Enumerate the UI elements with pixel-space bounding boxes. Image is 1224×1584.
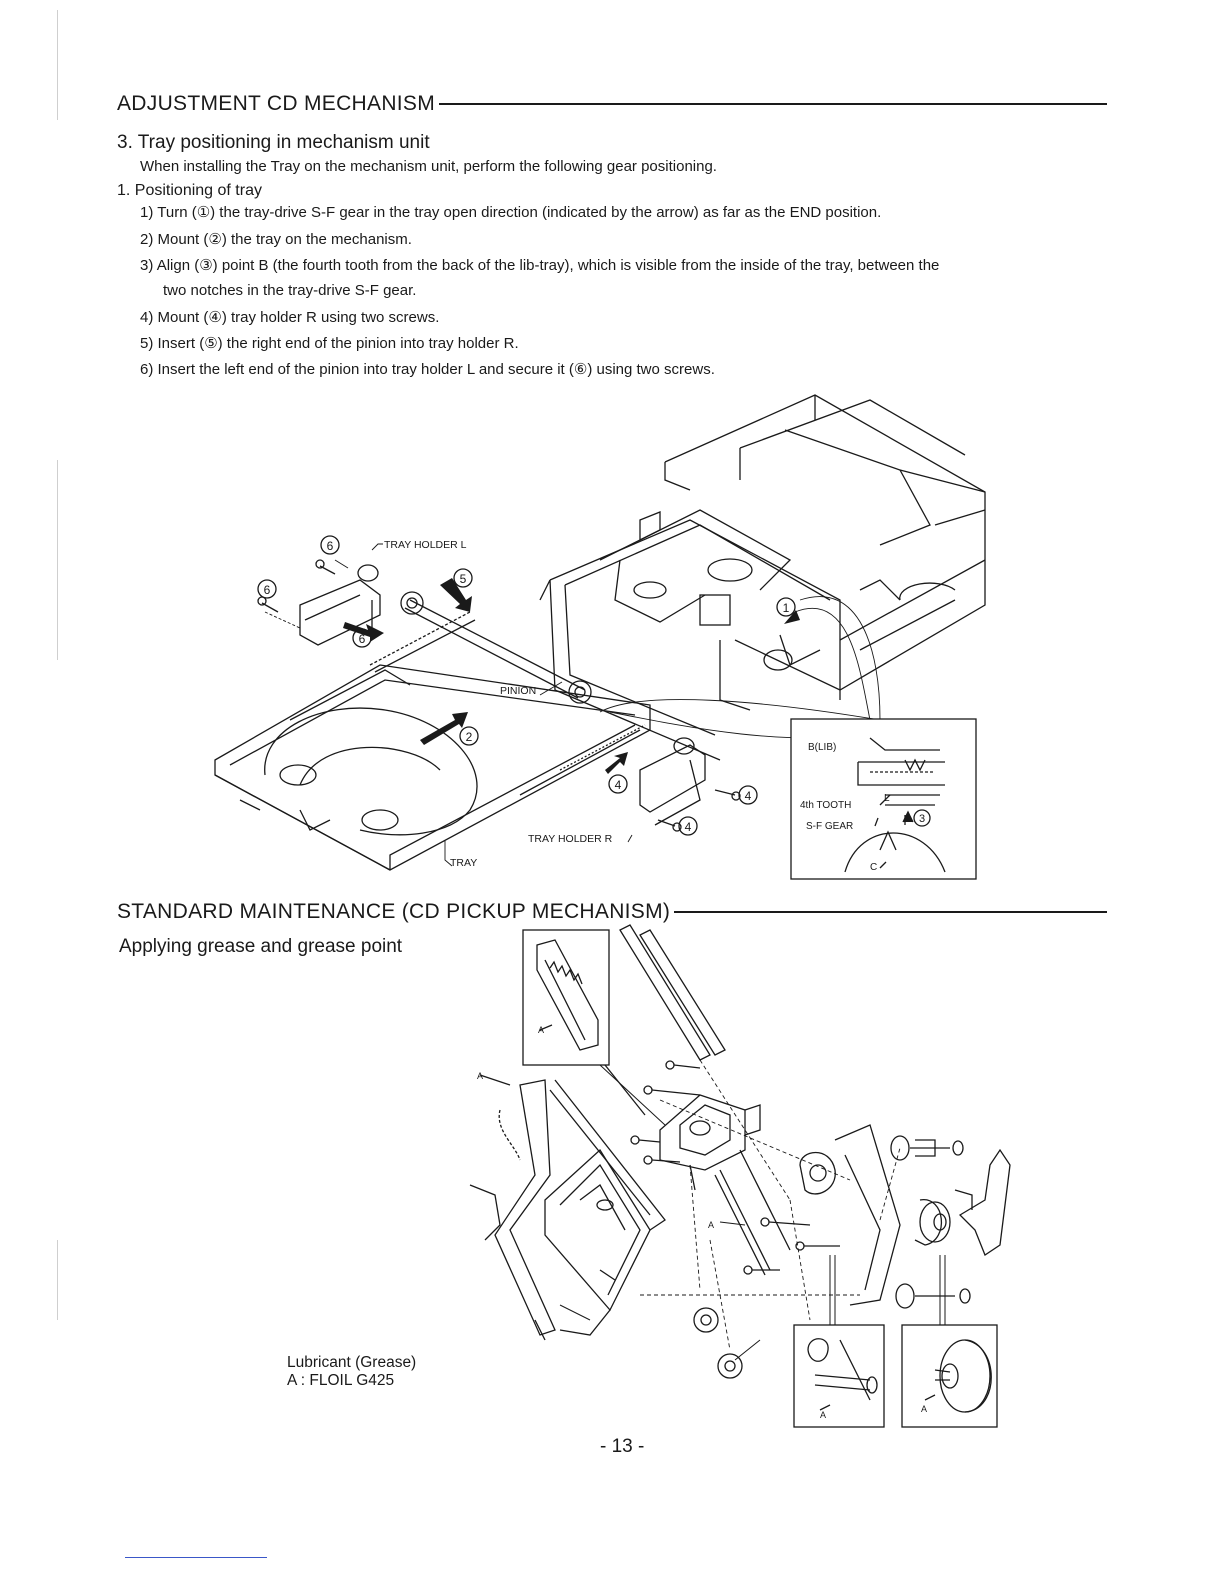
step-text: Insert (⑤) the right end of the pinion i… — [157, 335, 519, 352]
grease-mark-a: A — [477, 1071, 483, 1081]
lubricant-line-1: Lubricant (Grease) — [287, 1354, 417, 1371]
grease-mark-a: A — [538, 1025, 544, 1035]
section-heading-adjustment: ADJUSTMENT CD MECHANISM — [117, 92, 1107, 116]
pickup-mechanism-diagram: A A — [469, 924, 1011, 1428]
step-text: Turn (①) the tray-drive S-F gear in the … — [157, 204, 882, 221]
heading-rule — [674, 911, 1107, 913]
callout-2: 2 — [466, 730, 473, 744]
callout-4: 4 — [615, 778, 622, 792]
leader-lines — [559, 1064, 946, 1361]
section-heading-maintenance: STANDARD MAINTENANCE (CD PICKUP MECHANIS… — [117, 900, 1107, 924]
label-tray: TRAY — [450, 857, 477, 869]
step-number: 1) — [140, 204, 154, 221]
step-item: 4) Mount (④) tray holder R using two scr… — [140, 308, 439, 326]
guide-shaft — [604, 924, 726, 1116]
step-number: 4) — [140, 309, 154, 326]
list-title: 1. Positioning of tray — [117, 182, 262, 199]
chassis-frame-right — [799, 1124, 1011, 1306]
label-4th-tooth: 4th TOOTH — [800, 800, 851, 811]
step-item: 5) Insert (⑤) the right end of the pinio… — [140, 334, 519, 352]
page-number: - 13 - — [600, 1436, 645, 1457]
step-text: Insert the left end of the pinion into t… — [157, 361, 715, 378]
grease-mark-a: A — [921, 1404, 927, 1414]
section-heading-text: STANDARD MAINTENANCE (CD PICKUP MECHANIS… — [117, 900, 671, 923]
assembly-lines — [640, 1059, 901, 1351]
step-item: 3) Align (③) point B (the fourth tooth f… — [140, 256, 939, 274]
assembly-arrow-icons — [343, 578, 800, 774]
step-item: 1) Turn (①) the tray-drive S-F gear in t… — [140, 203, 881, 221]
callout-6: 6 — [264, 583, 271, 597]
motor-detail-inset: A — [901, 1324, 998, 1428]
footnote-rule — [125, 1557, 267, 1558]
step-number: 2) — [140, 231, 154, 248]
callout-4: 4 — [745, 789, 752, 803]
lubricant-note: Lubricant (Grease) A : FLOIL G425 — [287, 1354, 416, 1390]
step-text: Mount (④) tray holder R using two screws… — [157, 309, 440, 326]
scan-margin-mark — [57, 460, 58, 660]
grease-mark-a: A — [708, 1220, 714, 1230]
chassis-frame-left: A — [469, 1071, 666, 1341]
callout-4: 4 — [685, 820, 692, 834]
section-heading-text: ADJUSTMENT CD MECHANISM — [117, 92, 436, 115]
step-item: 6) Insert the left end of the pinion int… — [140, 360, 715, 378]
step-item: 2) Mount (②) the tray on the mechanism. — [140, 230, 412, 248]
bracket-detail-inset: A — [793, 1324, 885, 1428]
label-c: C — [870, 862, 877, 873]
subheading-tray-positioning: 3. Tray positioning in mechanism unit — [117, 132, 430, 153]
tray-mechanism-diagram: 6 6 6 5 2 4 4 4 1 TRAY HOLDER L PINION T… — [214, 394, 986, 880]
gear-detail-inset: 3 B(LIB) 4th TOOTH S-F GEAR L C — [790, 718, 977, 880]
mechanism-unit — [539, 394, 986, 761]
screw-icons — [630, 1060, 971, 1379]
callout-5: 5 — [460, 572, 467, 586]
grease-mark-a: A — [820, 1410, 826, 1420]
step-number: 3) — [140, 257, 154, 274]
label-b-lib: B(LIB) — [808, 742, 836, 753]
pinion-shaft — [369, 591, 592, 704]
part-labels: TRAY HOLDER L PINION TRAY TRAY HOLDER R — [384, 539, 613, 869]
scan-margin-mark — [57, 10, 58, 120]
step-number: 5) — [140, 335, 154, 352]
step-text: Align (③) point B (the fourth tooth from… — [156, 257, 940, 274]
callout-6: 6 — [359, 632, 366, 646]
optical-pickup — [659, 1094, 761, 1191]
lubricant-line-2: A : FLOIL G425 — [287, 1372, 395, 1389]
callout-3: 3 — [919, 813, 925, 825]
screw-icons — [257, 559, 741, 832]
label-tray-holder-r: TRAY HOLDER R — [528, 833, 613, 845]
callout-numbers: 6 6 6 5 2 4 4 4 1 — [257, 535, 796, 836]
intro-text: When installing the Tray on the mechanis… — [140, 158, 717, 175]
scan-margin-mark — [57, 1240, 58, 1320]
guide-rods — [714, 1149, 791, 1276]
label-l: L — [884, 793, 890, 804]
rack-detail-inset: A — [522, 929, 610, 1066]
heading-rule — [439, 103, 1107, 105]
callout-6: 6 — [327, 539, 334, 553]
tray-holder-l — [299, 564, 381, 646]
step-number: 6) — [140, 361, 154, 378]
leader-lines — [264, 543, 881, 867]
label-tray-holder-l: TRAY HOLDER L — [384, 539, 467, 551]
tray-holder-r — [639, 737, 706, 826]
tray — [214, 664, 651, 871]
callout-1: 1 — [783, 601, 790, 615]
step-text: Mount (②) the tray on the mechanism. — [157, 231, 412, 248]
step-text-continued: two notches in the tray-drive S-F gear. — [163, 282, 417, 299]
subheading-grease: Applying grease and grease point — [119, 936, 403, 957]
label-sf-gear: S-F GEAR — [806, 821, 853, 832]
label-pinion: PINION — [500, 685, 536, 697]
